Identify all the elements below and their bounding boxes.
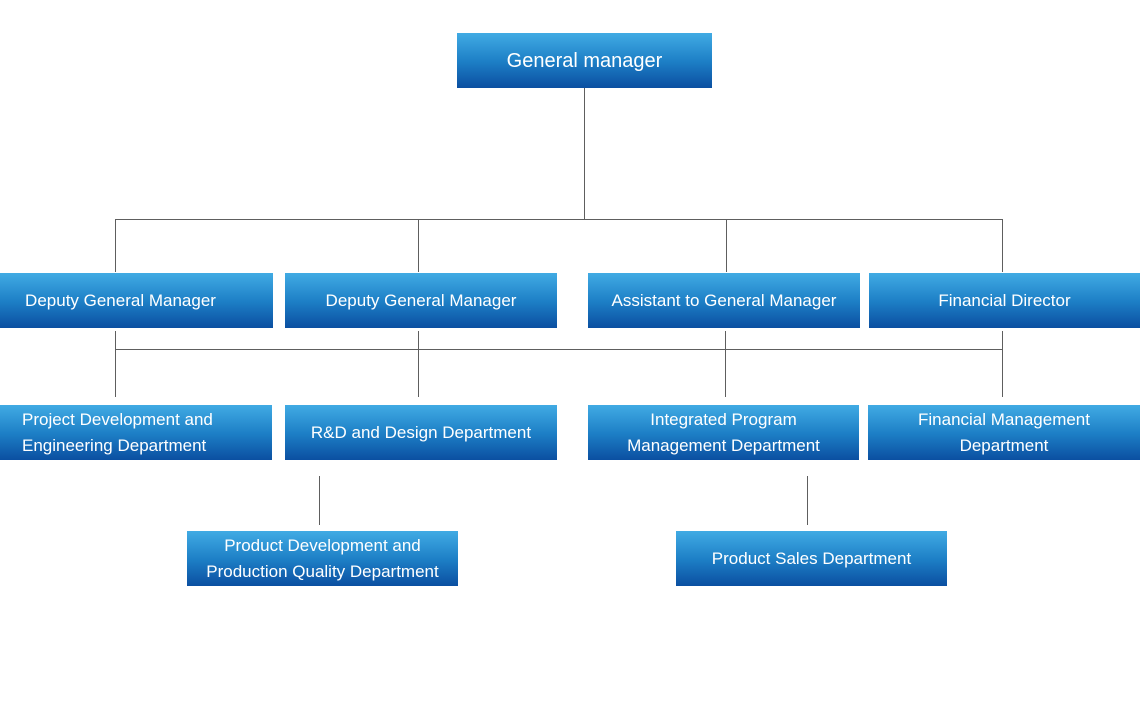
connector-row2-drop-ipm (725, 331, 726, 397)
node-rd-and-design-department: R&D and Design Department (285, 405, 557, 460)
connector-row2-drop-projdev (115, 331, 116, 397)
connector-row1-drop-deputy2 (418, 219, 419, 272)
node-project-development-engineering-department: Project Development and Engineering Depa… (0, 405, 272, 460)
connector-row3-drop-sales (807, 476, 808, 525)
connector-row1-drop-deputy1 (115, 219, 116, 272)
connector-row1-drop-assistant (726, 219, 727, 272)
connector-row2-horizontal (115, 349, 1002, 350)
node-product-development-production-quality-department: Product Development and Production Quali… (187, 531, 458, 586)
node-financial-management-department: Financial Management Department (868, 405, 1140, 460)
connector-row1-horizontal (115, 219, 1003, 220)
node-assistant-to-general-manager: Assistant to General Manager (588, 273, 860, 328)
node-deputy-general-manager-2: Deputy General Manager (285, 273, 557, 328)
connector-gm-trunk (584, 88, 585, 219)
connector-row1-drop-findir (1002, 219, 1003, 272)
node-product-sales-department: Product Sales Department (676, 531, 947, 586)
node-integrated-program-management-department: Integrated Program Management Department (588, 405, 859, 460)
node-financial-director: Financial Director (869, 273, 1140, 328)
node-deputy-general-manager-1: Deputy General Manager (0, 273, 273, 328)
node-general-manager: General manager (457, 33, 712, 88)
connector-row2-drop-rd (418, 331, 419, 397)
connector-row3-drop-proddev (319, 476, 320, 525)
connector-row2-drop-finmgmt (1002, 331, 1003, 397)
